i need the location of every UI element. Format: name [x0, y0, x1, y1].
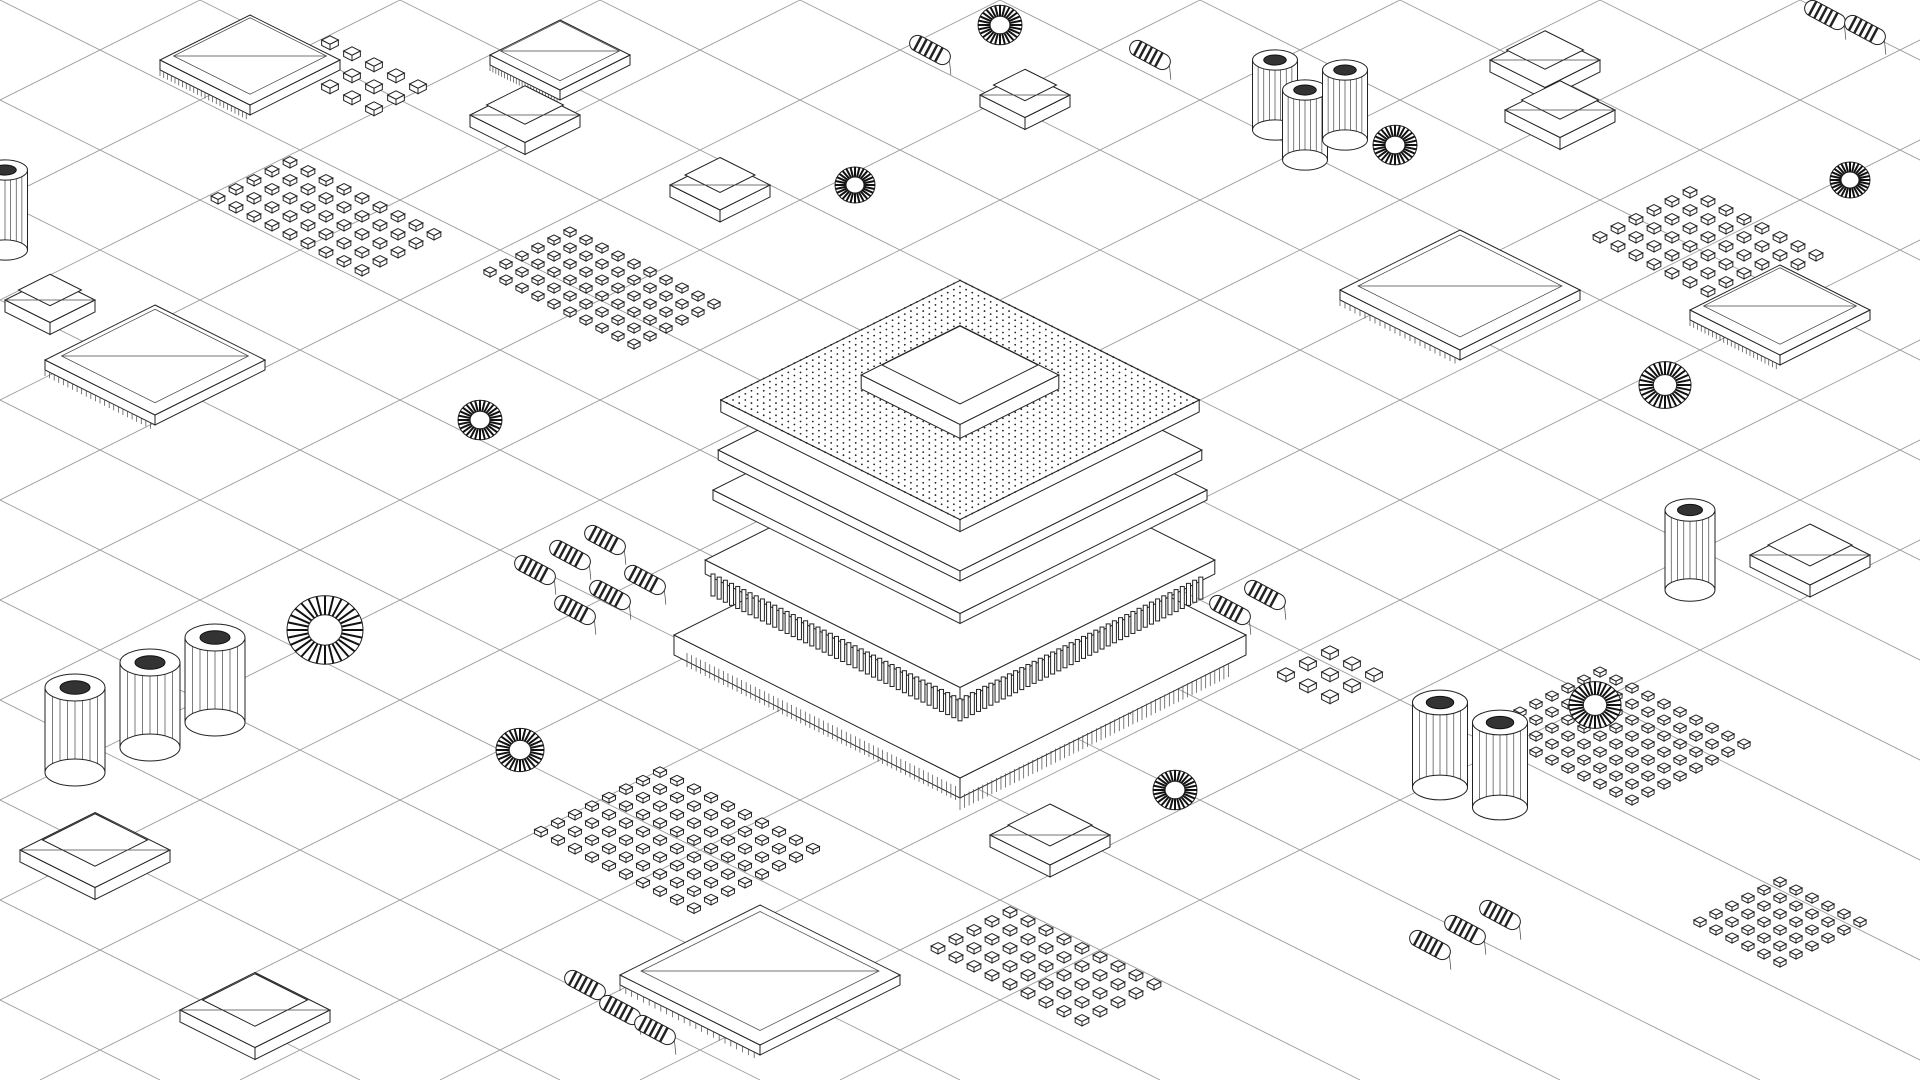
toroid-inductors [286, 4, 1871, 811]
chips [43, 14, 1872, 1059]
pyramid-packages [3, 30, 1872, 1061]
central-cpu-exploded [672, 279, 1248, 810]
capacitors [0, 49, 1716, 821]
